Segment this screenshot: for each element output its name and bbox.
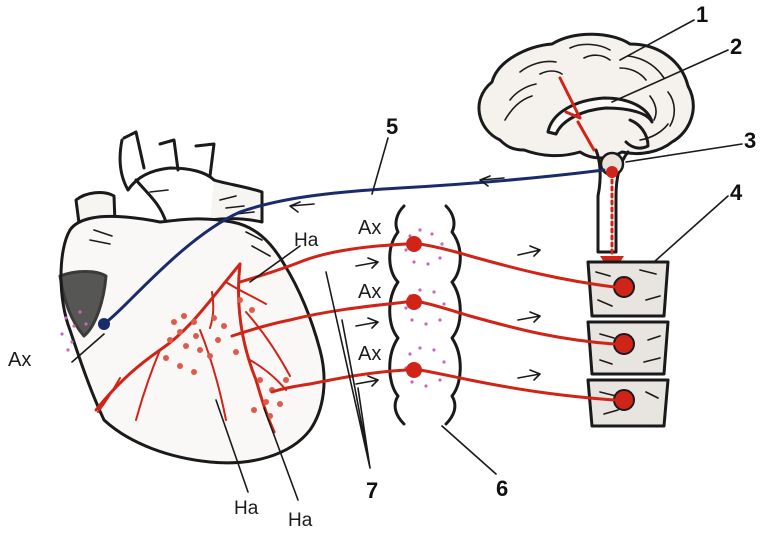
arrow-icon [355,257,379,269]
arrow-icon [289,201,315,213]
label-2: 2 [730,34,742,59]
preganglionic-fibres [418,242,616,402]
brain [477,32,695,274]
myocardial-endings [163,297,289,419]
label-5: 5 [386,114,398,139]
label-ax-heart: Ax [8,349,31,371]
label-3: 3 [744,128,756,153]
label-ax-ganglion-3: Ax [358,343,381,365]
postganglionic-fibres [230,242,408,394]
arrow-icon [355,317,379,329]
label-7: 7 [366,478,378,503]
label-ax-ganglion-2: Ax [358,281,381,303]
vagus-nerve [102,168,606,326]
label-ax-ganglion-1: Ax [358,217,381,239]
sympathetic-ganglia-chain [388,204,462,426]
label-ha-top: Ha [294,230,319,251]
label-ha-bottom-right: Ha [288,510,313,531]
label-6: 6 [496,476,508,501]
cortex-pathway-arrow [558,76,596,152]
leader-lines [71,19,743,501]
ganglion-stipple [404,228,446,388]
label-1: 1 [696,2,708,27]
heart [58,130,326,465]
atrium-stipple [60,310,88,352]
label-ha-bottom-left: Ha [234,498,259,519]
spinal-cord-segments [586,260,670,428]
arrow-icon [517,245,541,257]
labels: 1 2 3 4 5 6 7 Ax Ax Ax Ax Ha Ha Ha [8,2,756,531]
arrow-icon [517,369,541,381]
label-4: 4 [730,180,743,205]
arrow-icon [517,311,541,323]
arrow-icon [355,375,379,387]
arrow-icon [479,175,505,187]
